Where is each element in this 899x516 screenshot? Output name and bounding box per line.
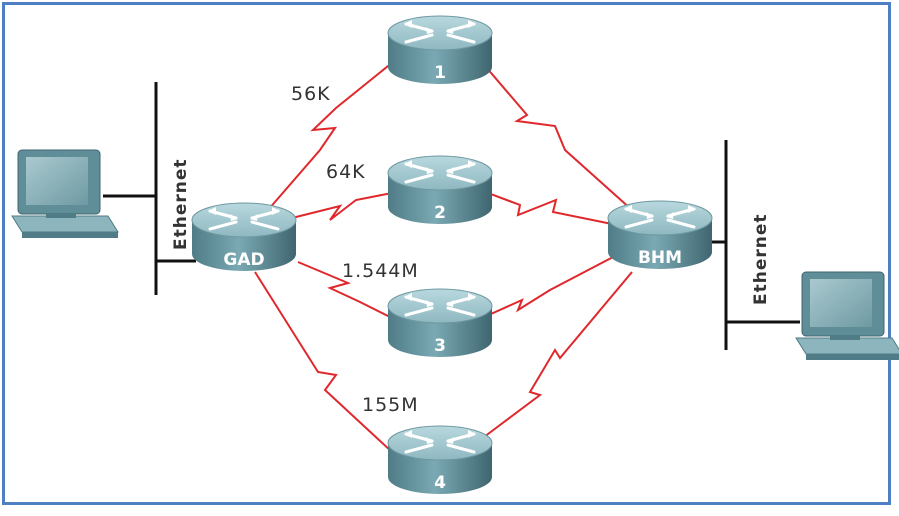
link-label-155m: 155M [362,394,419,416]
router-2: 2 [386,154,494,226]
diagram-frame [2,2,891,505]
computer-left [11,149,119,239]
router-bhm-label: BHM [638,248,682,268]
link-label-1544m: 1.544M [342,260,419,282]
router-3: 3 [386,287,494,359]
link-gad-r4 [254,271,393,453]
link-r3-bhm [481,255,616,319]
ethernet-label-left: Ethernet [171,158,191,250]
router-gad: GAD [190,201,298,273]
ethernet-label-right: Ethernet [751,213,771,305]
link-label-64k: 64K [326,161,366,183]
link-gad-r3 [297,261,393,319]
link-r2-bhm [479,189,613,225]
router-gad-label: GAD [223,250,264,270]
computer-right [795,271,899,361]
router-1: 1 [386,14,494,86]
router-1-label: 1 [434,63,446,83]
router-bhm: BHM [606,199,714,271]
router-4-label: 4 [434,473,446,493]
link-r1-bhm [479,59,633,211]
computer-icon [11,149,119,239]
link-label-56k: 56K [291,83,331,105]
router-2-label: 2 [434,203,446,223]
router-4: 4 [386,424,494,496]
computer-icon [795,271,899,361]
link-r4-bhm [479,271,633,441]
link-gad-r1 [267,61,394,211]
link-gad-r2 [291,192,393,221]
ethernet-left [103,82,196,295]
router-3-label: 3 [434,336,446,356]
